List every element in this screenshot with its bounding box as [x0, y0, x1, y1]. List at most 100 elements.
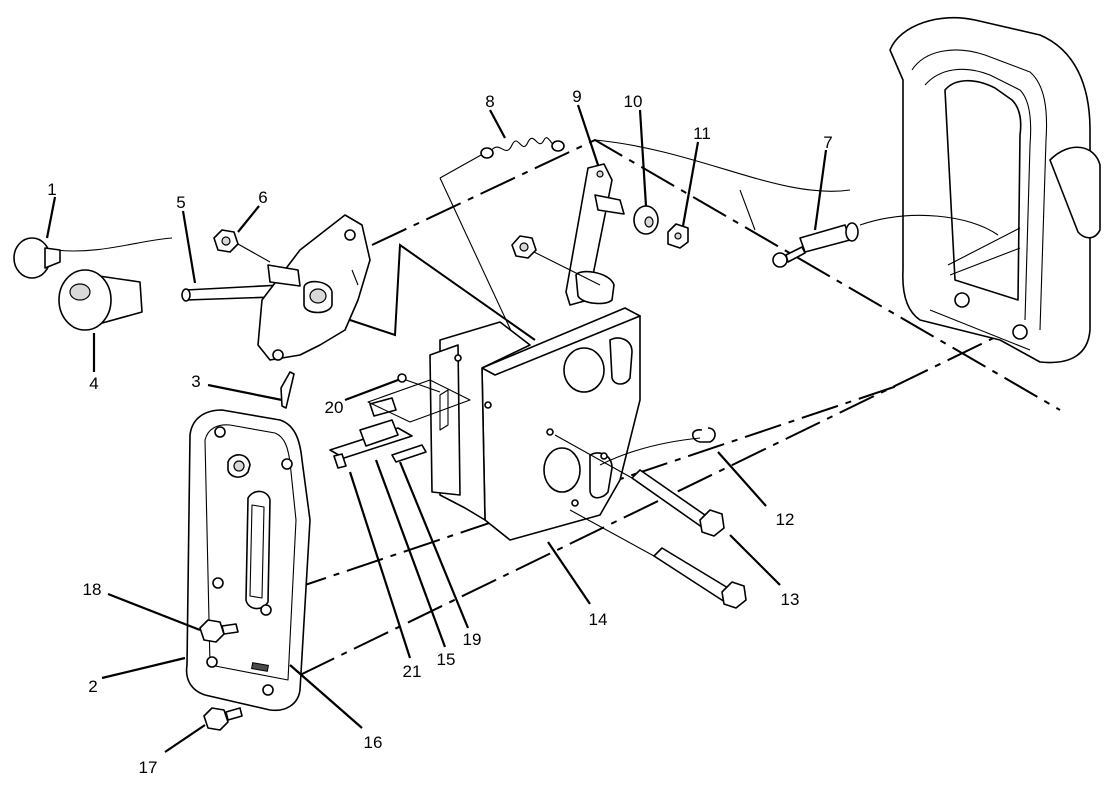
- cable-ferrule: [799, 224, 851, 253]
- bracket-hole-top-left: [563, 347, 605, 393]
- callout-14: 14: [589, 610, 608, 629]
- lever-slot: [351, 269, 359, 286]
- callout-16: 16: [364, 733, 383, 752]
- lever-pin-top: [344, 229, 356, 241]
- part-12-retaining-ring: [599, 427, 716, 466]
- callout-15: 15: [437, 650, 456, 669]
- cable-eye: [772, 252, 788, 268]
- part-8-spring: [480, 137, 565, 159]
- housing-screw-right: [1012, 324, 1028, 340]
- callout-2: 2: [88, 677, 97, 696]
- plate-hole-top-right: [281, 458, 293, 470]
- part-7-cable: [772, 214, 999, 268]
- leader-12: [717, 451, 767, 507]
- part-17-screw: [203, 707, 243, 731]
- screw-17-head: [203, 707, 229, 731]
- plate-hole-mid: [212, 577, 224, 589]
- housing-edge-line-2: [739, 189, 756, 231]
- lever-arm-boss: [594, 194, 625, 215]
- callout-11: 11: [693, 124, 711, 143]
- bracket-small-hole-3: [600, 452, 608, 460]
- callout-13: 13: [781, 590, 800, 609]
- callout-3: 3: [191, 372, 200, 391]
- part-9-lever-arm: [529, 163, 625, 306]
- cable-eye-shank: [785, 246, 806, 263]
- callout-5: 5: [176, 193, 185, 212]
- bracket-tab-hole: [454, 354, 462, 362]
- screw-20-head: [397, 373, 407, 383]
- lever-mount-nut: [511, 235, 537, 259]
- callout-8: 8: [485, 92, 494, 111]
- lever-boss: [267, 264, 301, 287]
- plate-hole-slot-base: [260, 604, 272, 616]
- screw-17-shank: [225, 707, 243, 721]
- bolt-upper-head: [699, 509, 725, 537]
- leader-16: [289, 664, 363, 729]
- lever-hub-hole: [309, 288, 327, 304]
- part-11-nut: [667, 223, 689, 249]
- switch-plate-outline: [367, 379, 471, 423]
- leader-lines: [45, 104, 828, 753]
- callout-19: 19: [463, 630, 482, 649]
- switch-body: [359, 419, 399, 447]
- housing-side-bump: [1049, 146, 1101, 239]
- leader-5: [181, 210, 197, 284]
- callout-9: 9: [572, 87, 581, 106]
- plate-slot-inner: [249, 504, 265, 599]
- washer-hole: [644, 216, 654, 228]
- control-housing: [889, 16, 1101, 364]
- bracket-side-flange: [439, 321, 531, 521]
- part-18-screw: [199, 619, 239, 643]
- part-13-bolts: [554, 434, 747, 609]
- bracket-hole-bottom-left: [543, 447, 581, 493]
- bolt-upper-axis: [554, 434, 633, 479]
- housing-floor-line-2: [947, 227, 1021, 266]
- spring-coil: [489, 137, 557, 153]
- parts-15-19-21-switch-assembly: [329, 379, 471, 469]
- part-6-nut: [213, 229, 271, 263]
- part-10-washer: [633, 205, 659, 235]
- leader-19: [398, 461, 470, 629]
- housing-floor-line: [949, 247, 1021, 276]
- retaining-ring-axis: [599, 437, 701, 466]
- part-1-choke-knob: [13, 237, 173, 279]
- housing-bottom-edge: [929, 309, 1031, 351]
- callout-labels: 1 2 3 4 5 6 7 8 9 10 11 12 13 14 15 16 1…: [47, 87, 832, 777]
- callout-12: 12: [776, 510, 795, 529]
- bracket-top-flange: [481, 307, 641, 376]
- lock-nut-hole: [674, 232, 682, 240]
- callout-17: 17: [139, 758, 158, 777]
- plate-hole-top-left: [214, 426, 226, 438]
- lever-arm-axis: [529, 249, 601, 286]
- spring-guide-line: [439, 177, 521, 351]
- lower-centerline: [299, 329, 1011, 676]
- bracket-small-hole-1: [546, 428, 554, 436]
- leader-9: [576, 104, 600, 166]
- callout-4: 4: [89, 374, 98, 393]
- leader-6: [237, 205, 260, 233]
- housing-rim-2: [924, 68, 1032, 321]
- leader-3: [207, 383, 283, 402]
- part-3-cotter-pin: [280, 371, 295, 409]
- switch-wire-tab: [391, 444, 427, 463]
- plate-label: [251, 662, 269, 672]
- leader-21: [348, 471, 412, 659]
- callout-1: 1: [47, 180, 56, 199]
- throttle-lever-plate: [257, 214, 371, 361]
- callout-6: 6: [258, 188, 267, 207]
- nut-axis: [237, 243, 271, 263]
- leader-2: [101, 656, 186, 680]
- leader-18: [107, 592, 201, 632]
- choke-cable-wire: [54, 237, 173, 252]
- leader-7: [813, 149, 828, 231]
- leader-8: [489, 109, 506, 139]
- housing-rim-1: [911, 49, 1048, 331]
- cotter-pin-body: [280, 371, 295, 409]
- leader-1: [45, 196, 57, 239]
- leader-13: [729, 534, 781, 586]
- retaining-ring-c: [691, 427, 716, 443]
- part-14-bracket: [429, 307, 641, 541]
- callout-18: 18: [83, 580, 102, 599]
